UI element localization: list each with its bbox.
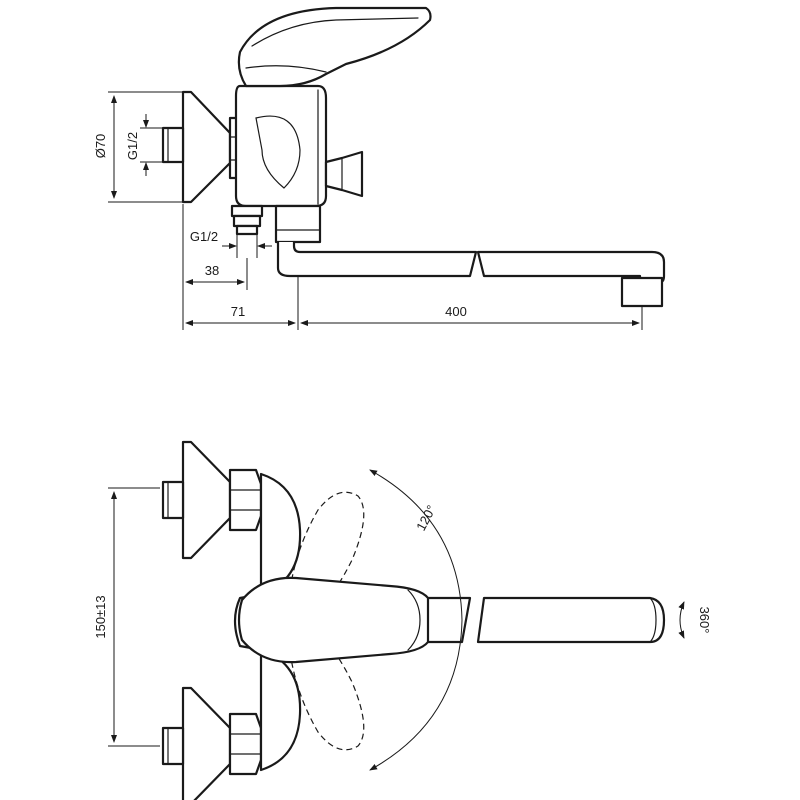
spout-collar bbox=[274, 204, 322, 244]
spout-rotation-arrow bbox=[678, 601, 685, 639]
inlet-stub bbox=[161, 126, 185, 164]
dim-outlet-thread: G1/2 bbox=[190, 229, 218, 244]
spout-right-top bbox=[476, 596, 666, 644]
top-view: 120° 360° 150±13 bbox=[93, 440, 712, 800]
dim-inlet-spacing: 150±13 bbox=[93, 595, 108, 638]
lower-flange bbox=[181, 686, 232, 800]
upper-inlet-stub bbox=[161, 480, 185, 520]
lever-ghost-upper bbox=[289, 491, 365, 605]
dim-spout-rotation: 360° bbox=[697, 607, 712, 634]
valve-body bbox=[234, 84, 328, 208]
lever-handle-top bbox=[237, 576, 430, 664]
spout-left bbox=[276, 240, 478, 278]
diverter-knob bbox=[324, 150, 364, 198]
lever-angle-arc bbox=[369, 469, 463, 771]
lever-ghost-lower bbox=[289, 637, 365, 751]
upper-flange bbox=[181, 440, 232, 560]
dim-wall-to-spout: 71 bbox=[231, 304, 245, 319]
mixer-body bbox=[233, 472, 302, 772]
upper-hex-nut bbox=[228, 468, 263, 532]
dim-outlet-offset: 38 bbox=[205, 263, 219, 278]
dim-spout-reach: 400 bbox=[445, 304, 467, 319]
hose-outlet bbox=[230, 204, 264, 218]
side-view: Ø70 G1/2 G1/2 38 71 400 bbox=[93, 6, 666, 330]
wall-flange bbox=[181, 90, 232, 204]
dim-inlet-thread: G1/2 bbox=[125, 132, 140, 160]
aerator bbox=[620, 276, 664, 308]
dim-flange-diameter: Ø70 bbox=[93, 134, 108, 159]
lower-hex-nut bbox=[228, 712, 263, 776]
lower-inlet-stub bbox=[161, 726, 185, 766]
